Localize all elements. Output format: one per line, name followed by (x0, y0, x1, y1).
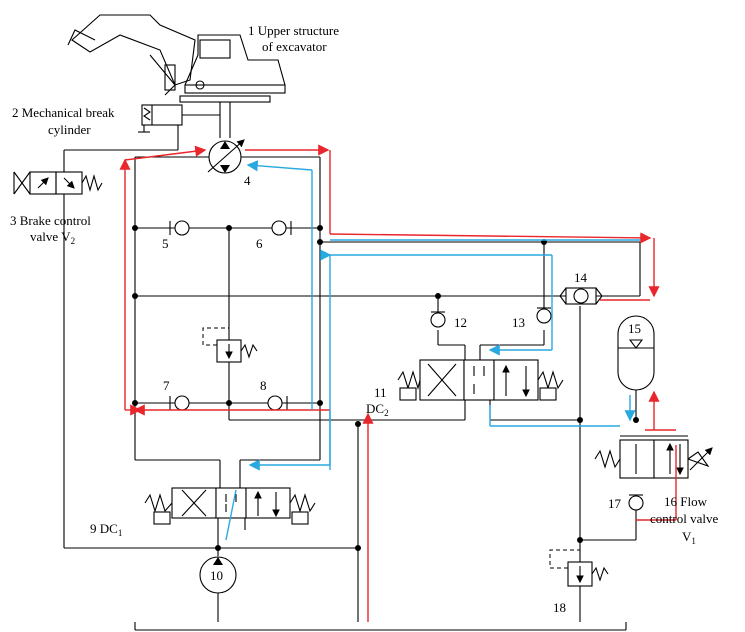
check-valve-6 (271, 220, 292, 236)
label-check-8: 8 (260, 378, 267, 393)
label-upper-structure-2: of excavator (262, 39, 327, 54)
label-brake-cylinder-2: cylinder (48, 122, 91, 137)
label-brake-cylinder-1: 2 Mechanical break (12, 105, 115, 120)
label-flow-valve-2: control valve (650, 511, 718, 526)
label-brake-valve-2: valve V2 (30, 229, 75, 246)
directional-valve-dc2 (397, 359, 564, 401)
label-check-6: 6 (256, 236, 263, 251)
label-flow-valve-1: 16 Flow (664, 494, 708, 509)
shuttle-valve (559, 287, 640, 305)
label-accumulator: 15 (628, 321, 641, 336)
excavator-upper-structure (67, 14, 286, 138)
label-check-13: 13 (512, 315, 525, 330)
label-pump: 10 (210, 568, 223, 583)
label-dc2: DC2 (366, 401, 389, 418)
label-shuttle: 14 (574, 270, 588, 285)
return-flow-lines (225, 160, 640, 541)
label-relief-18: 18 (553, 600, 566, 615)
label-check-5: 5 (162, 236, 169, 251)
label-dc2-number: 11 (374, 385, 387, 400)
hydraulic-pump (199, 556, 237, 622)
label-upper-structure-1: 1 Upper structure (248, 23, 339, 38)
flow-control-valve (594, 435, 713, 479)
brake-control-valve (13, 130, 179, 548)
relief-valve-middle (202, 327, 258, 363)
label-brake-valve-1: 3 Brake control (10, 213, 91, 228)
accumulator (617, 315, 655, 391)
label-motor: 4 (244, 173, 251, 188)
brake-cylinder (138, 104, 220, 133)
label-check-12: 12 (454, 315, 467, 330)
label-check-17: 17 (608, 496, 622, 511)
swing-motor (207, 139, 245, 174)
pressure-flow-lines (119, 144, 677, 622)
relief-valve-18 (549, 549, 609, 587)
label-dc1: 9 DC1 (90, 521, 122, 538)
check-valve-17 (628, 494, 644, 511)
label-check-7: 7 (163, 378, 170, 393)
component-labels: 1 Upper structure of excavator 2 Mechani… (10, 23, 718, 615)
label-flow-valve-3: V1 (682, 529, 696, 546)
check-valve-13 (536, 307, 552, 324)
check-valve-12 (430, 311, 446, 328)
check-valve-5 (169, 220, 190, 236)
